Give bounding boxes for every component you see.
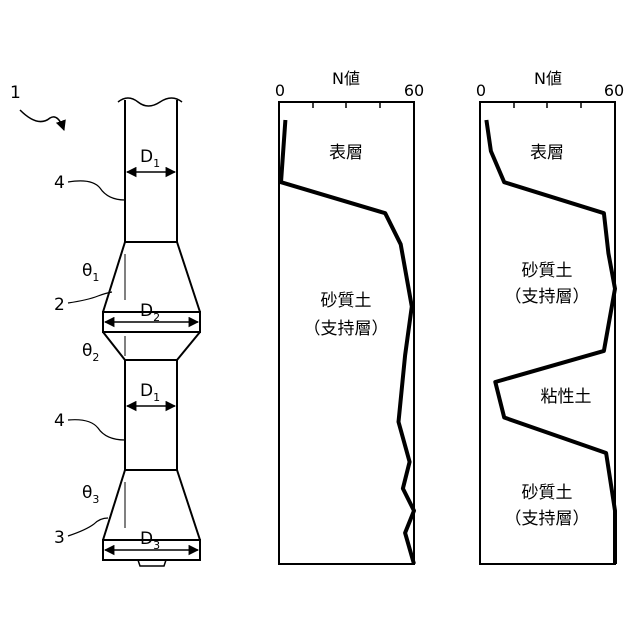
tip-bulb-right-taper [177,470,200,540]
chart2-layer-sand2-line2: （支持層） [505,509,590,529]
mid-bulb-left-taper [103,242,125,312]
reference-2-label: 2 [54,295,65,315]
chart1-tick-0: 0 [275,81,285,100]
reference-1-arrow [20,110,64,130]
chart2-tick-0: 0 [476,81,486,100]
d2-label: D2 [140,301,160,324]
n-value-profile-2: N値 0 60 表層 砂質土 （支持層） 粘性土 砂質土 （支持層） [476,69,624,564]
reference-3-leader [68,518,108,536]
chart2-tick-60: 60 [604,81,624,100]
chart2-axis-title: N値 [534,69,562,88]
d3-label: D3 [140,529,160,552]
chart1-layer-surface: 表層 [329,143,363,163]
chart1-layer-sand-line2: （支持層） [304,319,389,339]
chart1-axis-title: N値 [332,69,360,88]
chart2-layer-sand1-line1: 砂質土 [522,261,573,281]
reference-4-leader [68,181,125,200]
theta2-label: θ2 [82,341,99,364]
reference-4-lower-leader [68,420,125,440]
d1-lower-label: D1 [140,381,160,404]
reference-3-label: 3 [54,528,65,548]
reference-4-lower-label: 4 [54,411,65,431]
chart1-layer-sand-line1: 砂質土 [321,291,372,311]
tip-bulb-left-taper [103,470,125,540]
chart1-n-value-line [281,120,414,564]
theta1-label: θ1 [82,261,99,284]
d1-label: D1 [140,147,160,170]
chart2-layer-sand2-line1: 砂質土 [522,483,573,503]
reference-1-label: 1 [10,83,21,103]
chart2-layer-sand1-line2: （支持層） [505,287,590,307]
pile-labels: 4 2 4 3 D1 D2 D1 D3 θ1 θ2 θ3 [54,147,160,552]
pile-diagram: 1 [10,83,200,566]
chart2-layer-clay: 粘性土 [541,387,592,407]
chart2-layer-surface: 表層 [530,143,564,163]
mid-bulb-right-lower-taper [177,332,200,360]
reference-4-label: 4 [54,173,65,193]
chart1-tick-60: 60 [404,81,424,100]
pile-break-line [118,98,182,106]
theta3-label: θ3 [82,483,99,506]
n-value-profile-1: N値 0 60 表層 砂質土 （支持層） [275,69,424,564]
mid-bulb-right-taper [177,242,200,312]
mid-bulb-left-lower-taper [103,332,125,360]
